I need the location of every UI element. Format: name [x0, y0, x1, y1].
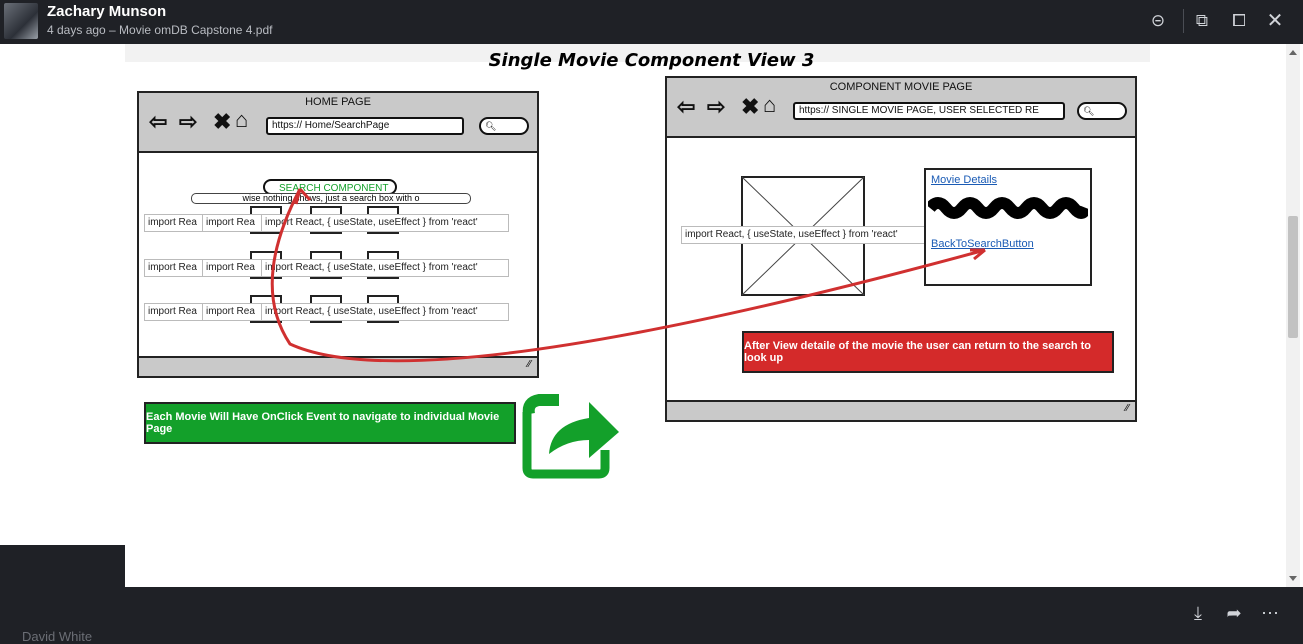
close-icon[interactable]: ✕: [1266, 10, 1284, 32]
import-label: import Rea: [144, 259, 204, 277]
toolbar-divider: [1183, 9, 1184, 33]
movie-window-title: COMPONENT MOVIE PAGE: [829, 81, 973, 93]
page-title: Single Movie Component View 3: [488, 50, 815, 71]
copy-icon[interactable]: ⧉: [1195, 11, 1209, 30]
forward-arrow-icon: ⇨: [707, 94, 726, 119]
home-icon: ⌂: [235, 107, 249, 132]
movie-window-footer: ⁄⁄: [667, 400, 1135, 420]
movie-details-link[interactable]: Movie Details: [931, 174, 998, 186]
document-viewer: Single Movie Component View 3 HOME PAGE …: [0, 44, 1303, 587]
background-user-name: David White: [22, 629, 93, 644]
home-window-header: HOME PAGE ⇦ ⇨ ✖ ⌂ https:// Home/SearchPa…: [139, 93, 537, 153]
scroll-down-icon[interactable]: [1289, 576, 1297, 581]
movie-url-field: https:// SINGLE MOVIE PAGE, USER SELECTE…: [793, 102, 1065, 120]
movie-details-panel: Movie Details BackToSearchButton: [924, 168, 1092, 286]
return-note-button: After View detaile of the movie the user…: [742, 331, 1114, 373]
import-label: import React, { useState, useEffect } fr…: [261, 259, 509, 277]
movie-search-box: 🔍︎: [1077, 102, 1127, 120]
import-label: import React, { useState, useEffect } fr…: [261, 214, 509, 232]
home-page-wireframe: HOME PAGE ⇦ ⇨ ✖ ⌂ https:// Home/SearchPa…: [137, 91, 539, 378]
forward-arrow-icon: ⇨: [179, 109, 198, 134]
home-icon: ⌂: [763, 92, 777, 117]
viewer-footer: ⤓ ➦ ⋯: [0, 588, 1303, 640]
share-icon[interactable]: ➦: [1226, 603, 1242, 623]
resize-grip-icon: ⁄⁄: [527, 359, 531, 370]
home-url-field: https:// Home/SearchPage: [266, 117, 464, 135]
file-meta: 4 days ago – Movie omDB Capstone 4.pdf: [47, 23, 273, 37]
home-search-box: 🔍︎: [479, 117, 529, 135]
resize-grip-icon: ⁄⁄: [1125, 403, 1129, 414]
comment-icon[interactable]: ⊝: [1150, 11, 1166, 30]
import-label: import Rea: [202, 214, 262, 232]
vertical-scrollbar[interactable]: [1286, 44, 1300, 587]
movie-page-wireframe: COMPONENT MOVIE PAGE ⇦ ⇨ ✖ ⌂ https:// SI…: [665, 76, 1137, 422]
back-arrow-icon: ⇦: [149, 109, 168, 134]
import-label: import React, { useState, useEffect } fr…: [261, 303, 509, 321]
viewer-lower-edge: [0, 545, 125, 588]
user-name: Zachary Munson: [47, 3, 167, 20]
external-icon[interactable]: ⧠: [1232, 11, 1246, 30]
share-arrow-icon: [522, 394, 619, 479]
scroll-thumb[interactable]: [1288, 216, 1298, 338]
page-top-strip: [125, 44, 1150, 62]
stop-x-icon: ✖: [741, 94, 760, 119]
download-icon[interactable]: ⤓: [1194, 603, 1202, 623]
stop-x-icon: ✖: [213, 109, 232, 134]
onclick-note-button: Each Movie Will Have OnClick Event to na…: [144, 402, 516, 444]
search-note: wise nothing shows, just a search box wi…: [191, 193, 471, 204]
more-icon[interactable]: ⋯: [1261, 603, 1279, 623]
viewer-header: Zachary Munson 4 days ago – Movie omDB C…: [0, 0, 1303, 44]
home-window-title: HOME PAGE: [305, 96, 371, 108]
movie-window-header: COMPONENT MOVIE PAGE ⇦ ⇨ ✖ ⌂ https:// SI…: [667, 78, 1135, 138]
scroll-up-icon[interactable]: [1289, 50, 1297, 55]
flow-arrows: [270, 187, 986, 363]
back-arrow-icon: ⇦: [677, 94, 696, 119]
scribble-text: [928, 197, 1088, 219]
back-to-search-link[interactable]: BackToSearchButton: [931, 238, 1034, 250]
user-avatar: [4, 3, 38, 39]
